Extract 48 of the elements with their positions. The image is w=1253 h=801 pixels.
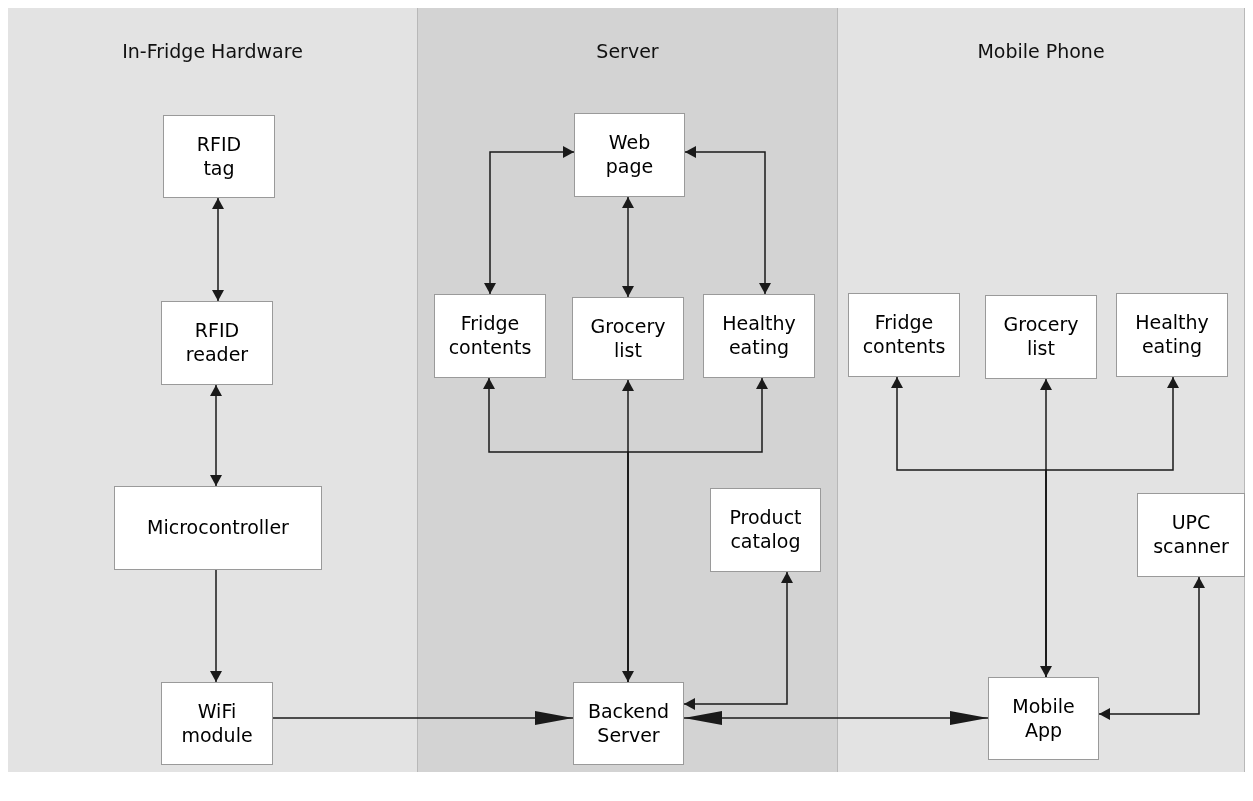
column-panel — [8, 8, 418, 772]
column-heading: Mobile Phone — [976, 40, 1106, 62]
column-heading: Server — [595, 40, 660, 62]
process-box — [1116, 293, 1228, 377]
box-label: WiFi module — [181, 699, 253, 748]
box-label: Backend Server — [587, 699, 670, 748]
process-box — [434, 294, 546, 378]
box-label: Product catalog — [729, 506, 802, 554]
arrow — [212, 197, 224, 302]
column-panel — [418, 8, 838, 772]
arrow — [683, 711, 989, 725]
box-label: RFID reader — [185, 319, 249, 367]
arrow — [210, 569, 222, 683]
box-label: RFID tag — [196, 132, 242, 181]
arrow — [683, 571, 793, 710]
arrow — [622, 196, 634, 298]
column-heading: In-Fridge Hardware — [121, 40, 304, 62]
process-box — [988, 677, 1099, 760]
column-panel — [838, 8, 1245, 772]
process-box — [574, 113, 685, 197]
process-box — [1137, 493, 1245, 577]
box-label: Fridge contents — [862, 311, 946, 359]
process-box — [848, 293, 960, 377]
box-label: Grocery list — [1003, 313, 1079, 361]
arrow — [1045, 376, 1179, 678]
process-box — [703, 294, 815, 378]
process-box — [572, 297, 684, 380]
arrow — [1098, 576, 1205, 720]
process-box — [163, 115, 275, 198]
process-box — [985, 295, 1097, 379]
box-label: UPC scanner — [1153, 511, 1229, 559]
arrow — [272, 711, 574, 725]
box-label: Mobile App — [1012, 694, 1075, 743]
process-box — [161, 682, 273, 765]
arrow — [484, 146, 575, 295]
arrow — [627, 377, 768, 683]
box-label: Healthy eating — [1135, 311, 1209, 359]
process-box — [710, 488, 821, 572]
box-label: Fridge contents — [448, 312, 532, 360]
box-label: Microcontroller — [147, 516, 289, 540]
process-box — [114, 486, 322, 570]
arrow — [684, 146, 771, 295]
process-box — [573, 682, 684, 765]
box-label: Web page — [605, 131, 654, 179]
arrow — [210, 384, 222, 487]
process-box — [161, 301, 273, 385]
box-label: Healthy eating — [722, 312, 796, 360]
box-label: Grocery list — [590, 314, 666, 363]
